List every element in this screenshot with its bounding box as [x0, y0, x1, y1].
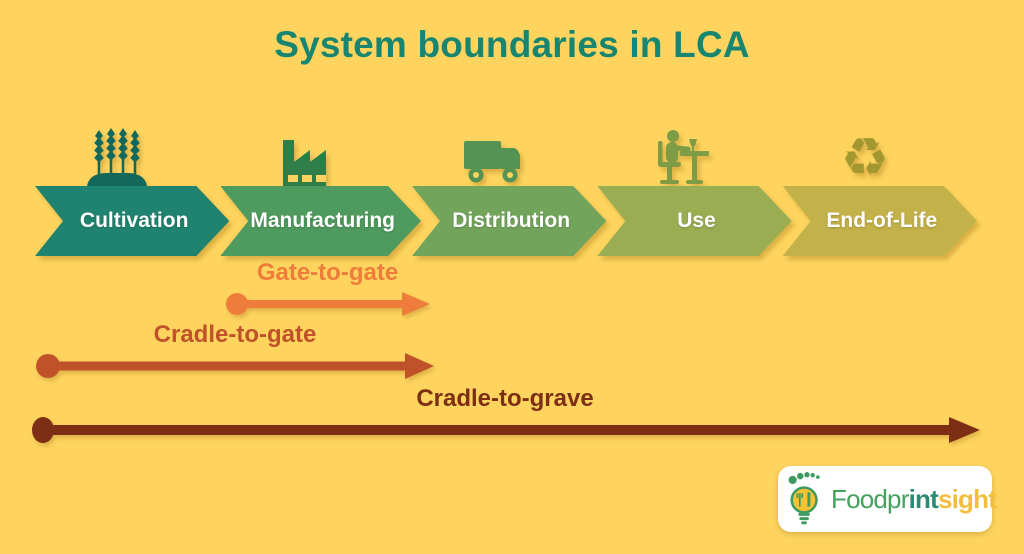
boundary-label: Cradle-to-grave: [416, 385, 594, 412]
stage-chevron: Use: [597, 186, 791, 256]
factory-icon: [220, 128, 421, 186]
cradle-to-gate-arrow: [36, 353, 434, 379]
stage-label: Cultivation: [79, 209, 189, 232]
boundary-label: Cradle-to-gate: [153, 321, 317, 348]
stage-label: Manufacturing: [250, 209, 395, 232]
truck-icon: [412, 128, 606, 186]
stage-use: Use: [597, 128, 791, 256]
foodprintsight-logo: Foodprintsight: [778, 466, 997, 532]
stage-chevron: Cultivation: [35, 186, 229, 256]
person-at-desk-icon: [597, 128, 791, 186]
boundary-label: Gate-to-gate: [256, 259, 399, 286]
wheat-icon: [35, 128, 229, 186]
logo-part-int: int: [908, 483, 939, 514]
stage-end-of-life: ♻ End-of-Life: [783, 128, 977, 256]
logo-part-foodpr: Foodpr: [831, 483, 909, 514]
stage-chevron: Manufacturing: [220, 186, 421, 256]
stage-manufacturing: Manufacturing: [220, 128, 421, 256]
logo-wordmark: Foodprintsight: [831, 483, 997, 515]
recycle-icon: ♻: [840, 126, 890, 189]
boundary-cradle-to-grave: Cradle-to-grave: [30, 386, 980, 445]
lifecycle-stages-row: Cultivation Manufacturing: [35, 128, 977, 256]
stage-label: Distribution: [452, 209, 571, 232]
stage-cultivation: Cultivation: [35, 128, 229, 256]
page-title: System boundaries in LCA: [274, 24, 750, 65]
stage-chevron: End-of-Life: [783, 186, 977, 256]
cradle-to-grave-arrow: [32, 417, 980, 443]
stage-distribution: Distribution: [412, 128, 606, 256]
logo-part-sight: sight: [937, 483, 997, 514]
stage-label: End-of-Life: [826, 209, 938, 232]
stage-chevron: Distribution: [412, 186, 606, 256]
boundary-cradle-to-gate: Cradle-to-gate: [36, 322, 434, 381]
boundary-gate-to-gate: Gate-to-gate: [225, 260, 430, 319]
lightbulb-footprint-icon: [786, 469, 826, 529]
gate-to-gate-arrow: [226, 292, 430, 316]
stage-label: Use: [677, 209, 716, 232]
